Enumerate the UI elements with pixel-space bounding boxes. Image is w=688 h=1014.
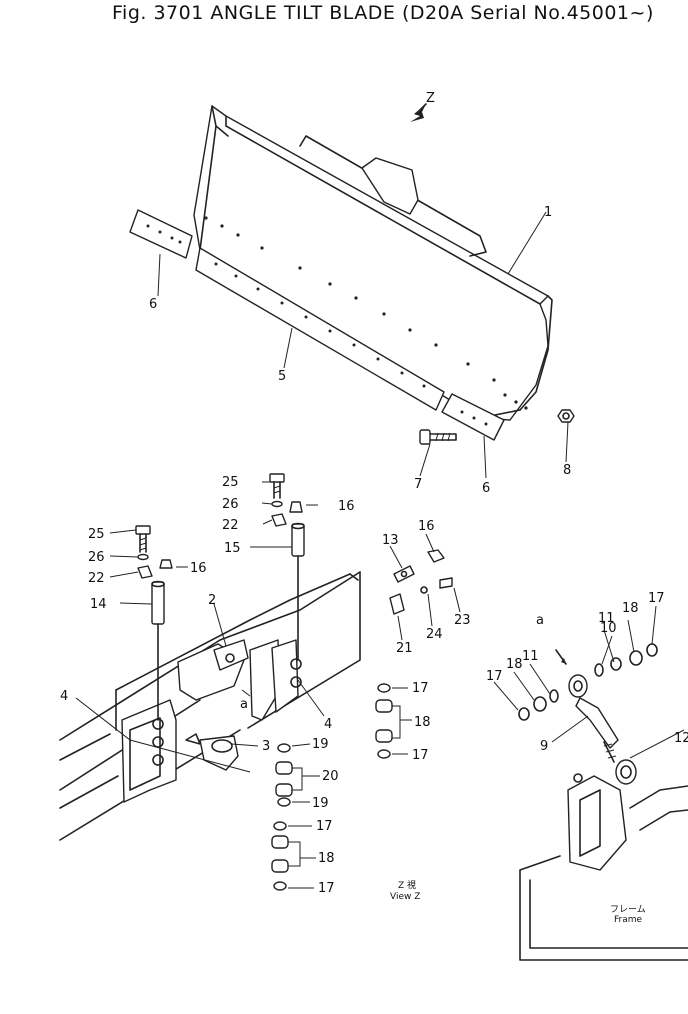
callout-19-bottom: 19 [312,796,329,811]
callout-19-top: 19 [312,737,329,752]
callout-labels: 1 5 6 6 7 8 25 26 22 16 15 25 26 22 16 1… [60,91,688,925]
callout-10: 10 [600,621,617,636]
callout-14: 14 [90,597,107,612]
callout-25-lower: 25 [88,527,105,542]
callout-23: 23 [454,613,471,628]
callout-17-center-top: 17 [316,819,333,834]
end-bit-left-drawing [129,209,193,259]
bolt-25-left-drawing [135,525,173,579]
view-caption-line1: Z 視 [398,879,416,891]
plow-bolt-drawing [419,429,457,445]
callout-20: 20 [322,769,339,784]
bushing-stack-center-drawing [271,743,293,891]
callout-11-upper: 11 [598,611,615,626]
blade-bolt-holes [204,216,528,410]
pin-right-drawing [291,522,305,661]
callout-a-frame: a [240,697,248,712]
view-arrow-label: Z [426,91,435,106]
callout-9: 9 [540,739,548,754]
callout-26-upper: 26 [222,497,239,512]
callout-15: 15 [224,541,241,556]
tilt-bracket-parts-drawing [389,549,453,615]
callout-22-lower: 22 [88,571,105,586]
bolt-25-right-drawing [269,473,303,527]
figure-title: Fig. 3701 ANGLE TILT BLADE (D20A Serial … [112,2,654,24]
callout-21: 21 [396,641,413,656]
callout-11-lower: 11 [522,649,539,664]
callout-25-upper: 25 [222,475,239,490]
callout-18-center: 18 [318,851,335,866]
callout-17-upper: 17 [648,591,665,606]
callout-8: 8 [563,463,571,478]
callout-7: 7 [414,477,422,492]
callout-4-right: 4 [324,717,332,732]
view-z-arrow [410,103,427,122]
callout-16-bracket: 16 [418,519,435,534]
cutting-edge-drawing [195,247,445,411]
callout-17-right-top: 17 [412,681,429,696]
callout-17-right-bottom: 17 [412,748,429,763]
callout-16-upper: 16 [338,499,355,514]
callout-18-upper: 18 [622,601,639,616]
bushing-stack-right-drawing [375,683,393,759]
callout-26-lower: 26 [88,550,105,565]
callout-17-center-bottom: 17 [318,881,335,896]
view-caption-line2: View Z [390,892,420,902]
callout-4-left: 4 [60,689,68,704]
callout-22-upper: 22 [222,518,239,533]
frame-assembly-drawing [59,571,361,841]
callout-3: 3 [262,739,270,754]
callout-1: 1 [544,205,552,220]
callout-17-lower: 17 [486,669,503,684]
callout-24: 24 [426,627,443,642]
callout-18-right: 18 [414,715,431,730]
callout-18-lower: 18 [506,657,523,672]
callout-12: 12 [674,731,688,746]
end-bit-right-drawing [441,393,505,441]
callout-a-detail: a [536,613,544,628]
callout-16-lower: 16 [190,561,207,576]
callout-6-left: 6 [149,297,157,312]
nut-drawing [557,409,575,423]
callout-13: 13 [382,533,399,548]
frame-caption-line2: Frame [614,915,643,925]
callout-2: 2 [208,593,216,608]
pin-left-drawing [151,580,165,721]
leader-lines [75,211,685,889]
tilt-rod-detail-drawing [518,643,688,961]
frame-caption-line1: フレーム [610,904,646,915]
callout-5: 5 [278,369,286,384]
callout-6-right: 6 [482,481,490,496]
